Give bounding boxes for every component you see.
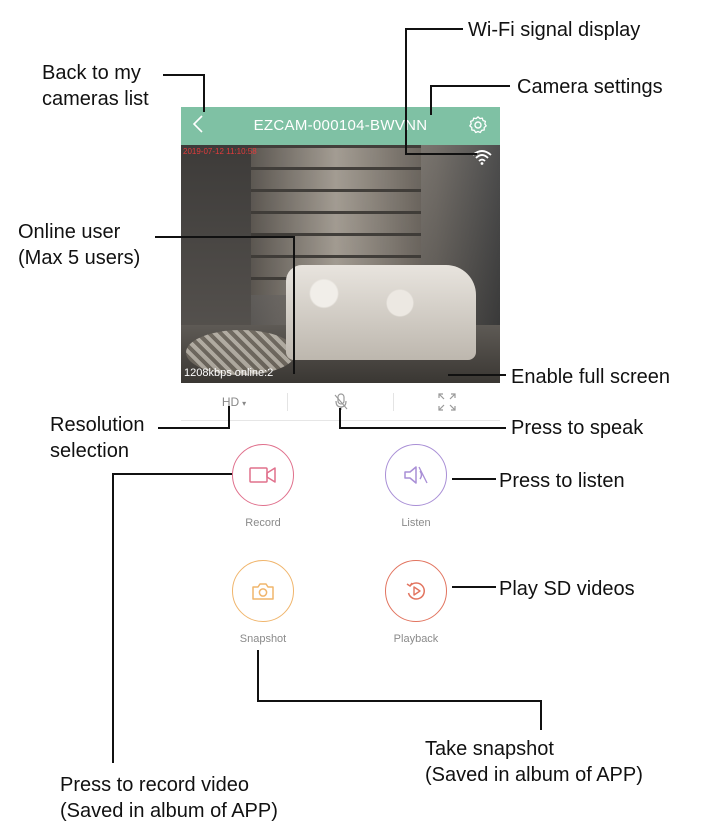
leader-line <box>112 473 232 475</box>
video-scene <box>186 330 296 375</box>
callout-settings: Camera settings <box>517 76 663 98</box>
camera-icon <box>252 583 274 600</box>
callout-resolution: Resolution selection <box>50 414 145 462</box>
resolution-selector[interactable]: HD▾ <box>181 384 287 420</box>
live-video-view[interactable]: 2019-07-12 11:10:58 1208kbps online:2 <box>181 145 500 383</box>
callout-record: Press to record video (Saved in album of… <box>60 774 278 822</box>
snapshot-label: Snapshot <box>239 633 287 645</box>
leader-line <box>430 85 510 87</box>
leader-line <box>405 28 407 155</box>
video-timestamp: 2019-07-12 11:10:58 <box>183 147 257 156</box>
callout-snapshot: Take snapshot (Saved in album of APP) <box>425 738 643 786</box>
leader-line <box>540 700 542 730</box>
leader-line <box>452 586 496 588</box>
gear-icon <box>469 116 487 134</box>
leader-line <box>293 236 295 374</box>
resolution-value: HD <box>221 395 240 409</box>
leader-line <box>405 153 477 155</box>
playback-label: Playback <box>393 633 439 645</box>
callout-sd: Play SD videos <box>499 578 635 600</box>
leader-line <box>257 650 259 702</box>
callout-listen: Press to listen <box>499 470 625 492</box>
back-button[interactable] <box>191 113 205 140</box>
leader-line <box>448 374 506 376</box>
leader-line <box>112 473 114 763</box>
leader-line <box>228 406 230 429</box>
callout-speak: Press to speak <box>511 417 644 439</box>
stream-stats: 1208kbps online:2 <box>184 367 274 379</box>
chevron-down-icon: ▾ <box>242 399 247 408</box>
snapshot-button[interactable] <box>232 560 294 622</box>
callout-fullscreen: Enable full screen <box>511 366 670 388</box>
callout-back: Back to my cameras list <box>42 62 149 110</box>
record-button[interactable] <box>232 444 294 506</box>
leader-line <box>257 700 542 702</box>
playback-button[interactable] <box>385 560 447 622</box>
leader-line <box>430 85 432 115</box>
video-camera-icon <box>249 467 276 483</box>
leader-line <box>405 28 463 30</box>
video-scene <box>286 265 476 360</box>
chevron-left-icon <box>192 115 203 133</box>
leader-line <box>155 236 295 238</box>
listen-label: Listen <box>401 517 431 529</box>
divider <box>287 393 288 411</box>
leader-line <box>339 427 506 429</box>
record-label: Record <box>245 517 281 529</box>
settings-button[interactable] <box>468 115 488 135</box>
fullscreen-button[interactable] <box>394 384 500 420</box>
leader-line <box>203 74 205 112</box>
leader-line <box>158 427 230 429</box>
app-header: EZCAM-000104-BWVNN <box>181 107 500 145</box>
leader-line <box>163 74 205 76</box>
leader-line <box>452 478 496 480</box>
speaker-icon <box>404 466 428 484</box>
divider <box>393 393 394 411</box>
fullscreen-icon <box>438 393 456 411</box>
wifi-icon <box>472 150 492 165</box>
leader-line <box>339 408 341 429</box>
camera-title: EZCAM-000104-BWVNN <box>253 117 428 134</box>
playback-icon <box>406 582 425 600</box>
callout-wifi: Wi-Fi signal display <box>468 19 641 41</box>
callout-online-user: Online user (Max 5 users) <box>18 221 141 269</box>
listen-button[interactable] <box>385 444 447 506</box>
